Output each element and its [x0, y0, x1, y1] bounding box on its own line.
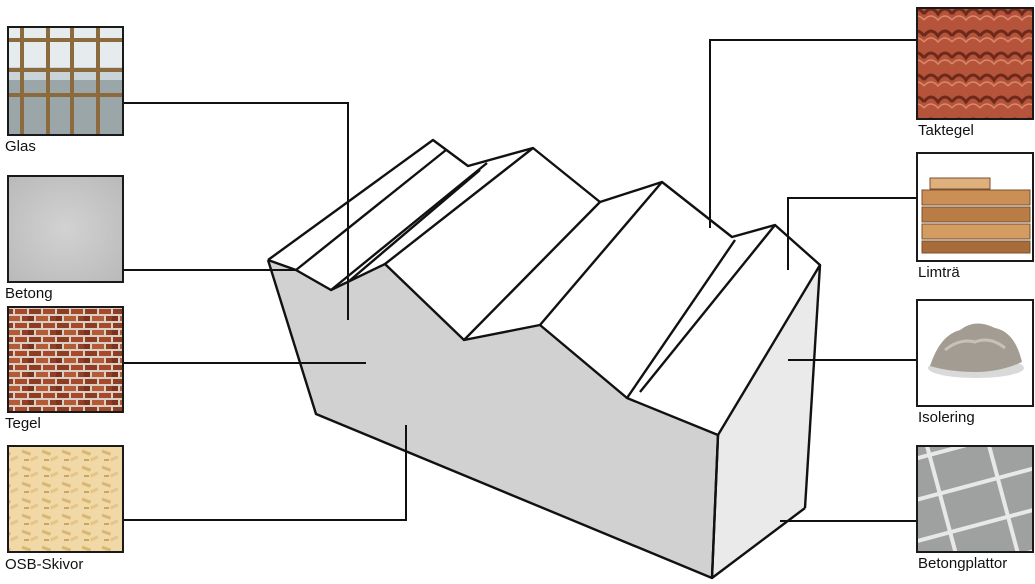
taktegel-image [917, 8, 1033, 119]
material-limtra [917, 153, 1033, 261]
material-taktegel [917, 8, 1033, 119]
label-taktegel: Taktegel [918, 122, 974, 139]
material-osb [8, 446, 123, 552]
label-betong: Betong [5, 285, 53, 302]
osb-image [8, 446, 123, 552]
glas-image [8, 27, 123, 135]
building-sawtooth [268, 140, 820, 578]
material-tegel [8, 307, 123, 412]
label-glas: Glas [5, 138, 36, 155]
tegel-image [8, 307, 123, 412]
betongplattor-image [917, 446, 1033, 552]
label-tegel: Tegel [5, 415, 41, 432]
material-glas [8, 27, 123, 135]
betong-image [8, 176, 123, 282]
label-osb: OSB-Skivor [5, 556, 83, 573]
label-betongplattor: Betongplattor [918, 555, 1007, 572]
material-betong [8, 176, 123, 282]
leader-osb [124, 425, 406, 520]
label-limtra: Limträ [918, 264, 960, 281]
material-betongplattor [917, 446, 1033, 552]
limtra-image [917, 153, 1033, 261]
material-isolering [917, 300, 1033, 406]
isolering-image [917, 300, 1033, 406]
label-isolering: Isolering [918, 409, 975, 426]
leader-taktegel [710, 40, 916, 228]
